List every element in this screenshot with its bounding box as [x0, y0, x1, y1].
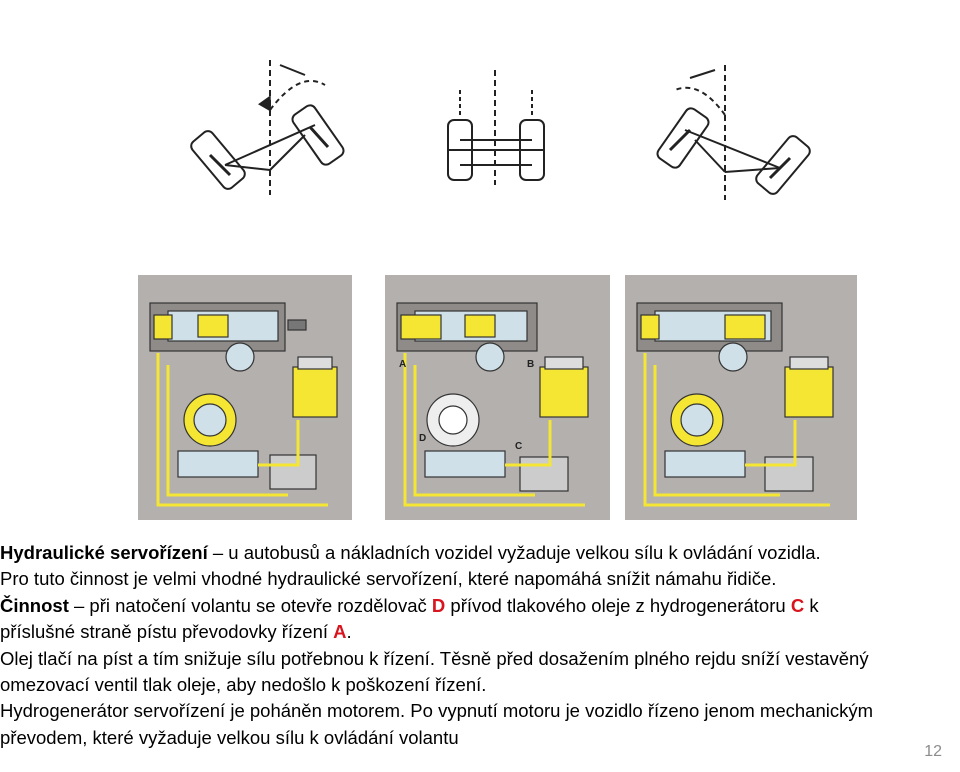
steering-geometry-straight: [447, 70, 545, 185]
label-a: A: [333, 621, 347, 643]
page-number: 12: [924, 743, 942, 760]
hydraulic-schematic-1: [138, 275, 352, 520]
text-line-5: Olej tlačí na píst a tím snižuje sílu po…: [0, 647, 869, 669]
term-operation: Činnost: [0, 594, 69, 616]
hydraulic-schematic-3: [625, 275, 857, 520]
text-line-6: omezovací ventil tlak oleje, aby nedošlo…: [0, 674, 487, 696]
label-d: D: [431, 594, 446, 616]
steering-geometry-left-turn: [190, 60, 345, 195]
steering-geometry-right-turn: [656, 65, 811, 200]
text-line-2: Pro tuto činnost je velmi vhodné hydraul…: [0, 568, 777, 590]
text-line-8: převodem, které vyžaduje velkou sílu k o…: [0, 726, 459, 748]
hydraulic-schematic-2: A B C D: [385, 275, 610, 520]
text-line-1: Hydraulické servořízení – u autobusů a n…: [0, 542, 821, 563]
label-c: C: [790, 594, 805, 616]
term-hydraulic-steering: Hydraulické servořízení: [0, 542, 208, 563]
schematic-label-b: B: [527, 359, 534, 370]
text-line-4: příslušné straně pístu převodovky řízení…: [0, 621, 352, 643]
text-line-7: Hydrogenerátor servořízení je poháněn mo…: [0, 700, 874, 722]
description-text: Hydraulické servořízení – u autobusů a n…: [0, 540, 960, 751]
schematic-label-d: D: [419, 433, 426, 444]
schematic-label-a: A: [399, 359, 406, 370]
schematic-label-c: C: [515, 441, 522, 452]
text-line-3: Činnost – při natočení volantu se otevře…: [0, 594, 819, 616]
